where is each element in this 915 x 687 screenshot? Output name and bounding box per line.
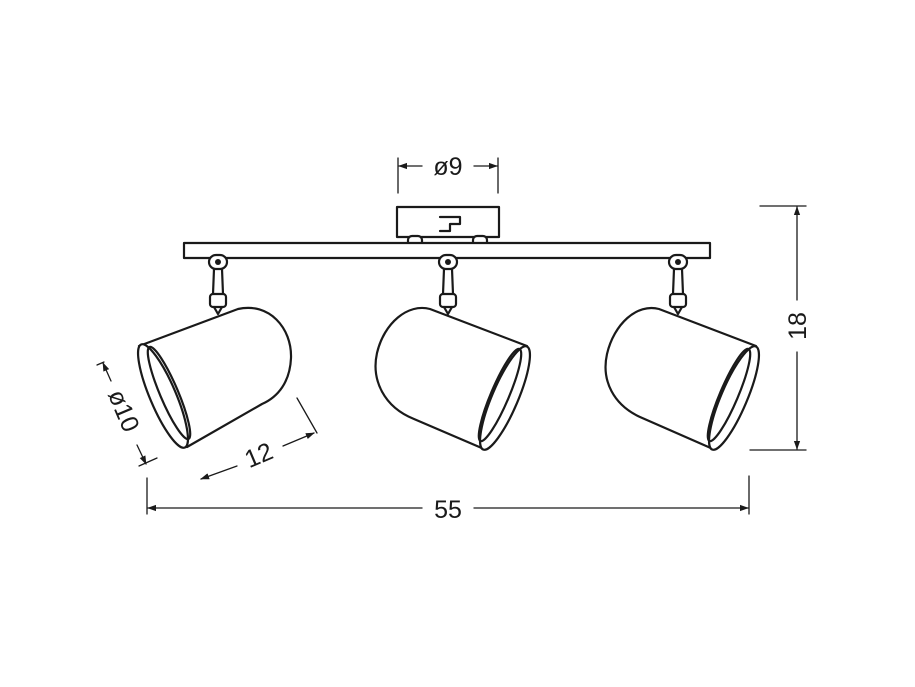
spot-right <box>604 253 761 451</box>
swivel-joint <box>207 253 229 316</box>
swivel-joint <box>437 253 459 316</box>
dimension-total-height: 18 <box>749 205 812 451</box>
total-height-label: 18 <box>784 312 812 340</box>
total-width-label: 55 <box>434 496 462 524</box>
canopy <box>395 205 501 248</box>
dimension-total-width: 55 <box>146 475 750 524</box>
dimension-canopy-diameter: ø9 <box>397 153 499 194</box>
shade <box>604 306 761 451</box>
shade-diameter-label: ø10 <box>102 386 145 437</box>
spotlight-fixture-icon <box>136 205 761 451</box>
spot-center <box>374 253 532 451</box>
shade <box>136 306 293 449</box>
shade <box>374 306 532 451</box>
spot-left <box>136 253 293 449</box>
canopy-diameter-label: ø9 <box>433 153 462 181</box>
swivel-joint <box>667 253 689 316</box>
shade-length-label: 12 <box>241 437 278 474</box>
